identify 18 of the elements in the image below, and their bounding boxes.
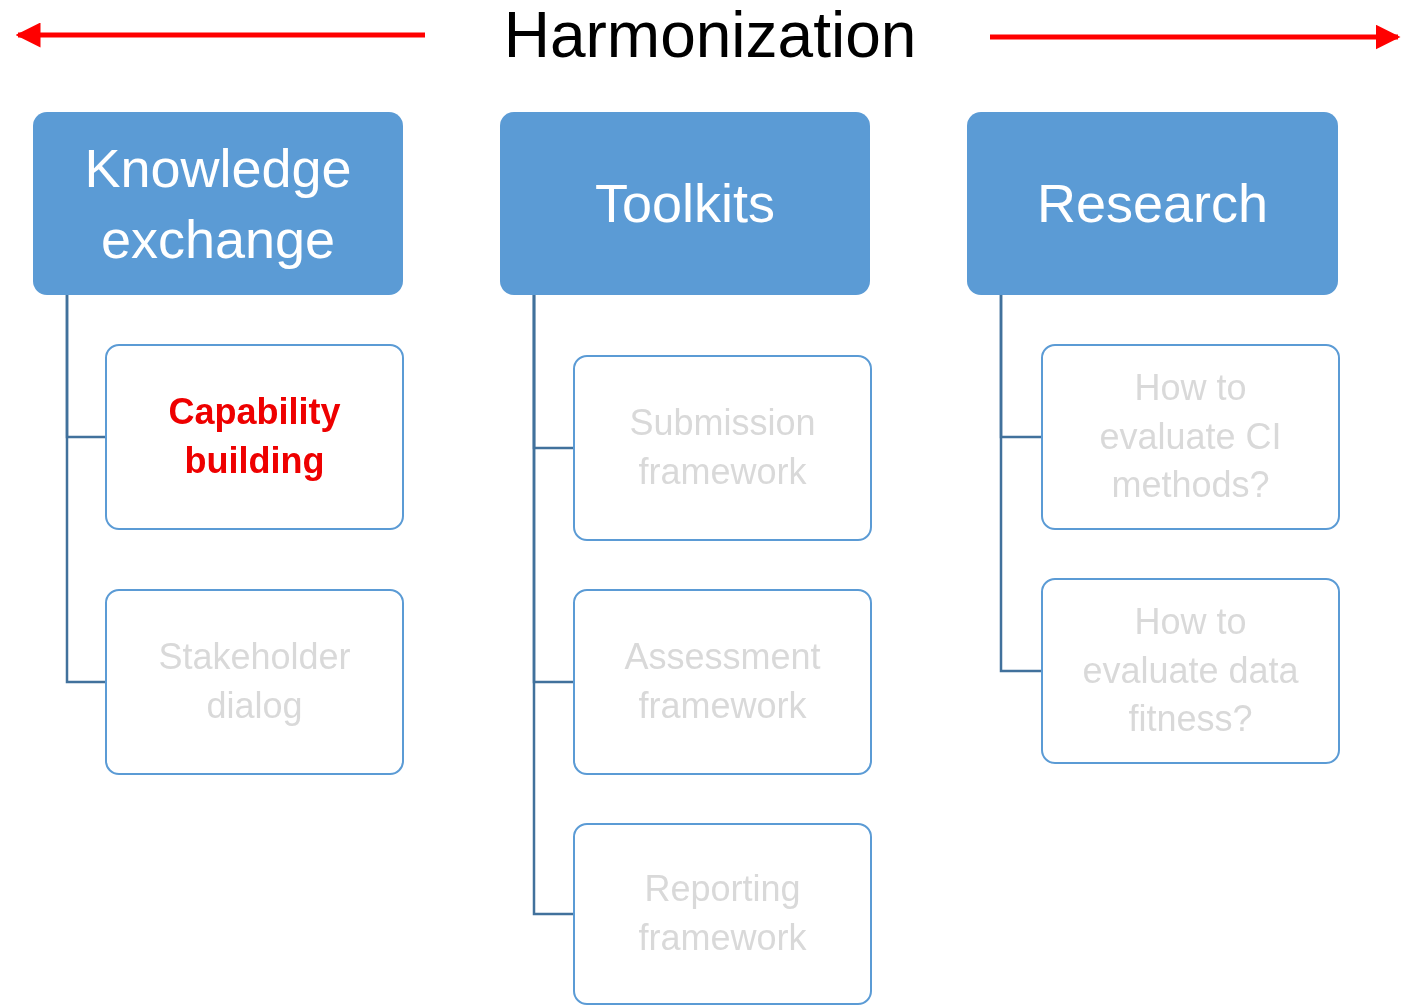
box-label: Toolkits — [594, 172, 776, 236]
category-box — [967, 112, 1338, 295]
topic-box — [573, 355, 872, 541]
topic-box — [573, 589, 872, 775]
topic-box — [1041, 578, 1340, 764]
connector-line — [65, 295, 105, 684]
topic-box — [573, 823, 872, 1005]
title: Harmonization — [502, 0, 918, 72]
box-label: Capability building — [167, 390, 342, 483]
category-box — [500, 112, 870, 295]
connector-line — [532, 295, 573, 916]
topic-box — [105, 344, 404, 530]
box-label: Knowledge exchange — [83, 137, 353, 271]
box-label: Research — [1036, 172, 1269, 236]
topic-box — [1041, 344, 1340, 530]
connector-line — [999, 295, 1041, 673]
topic-box — [105, 589, 404, 775]
category-box — [33, 112, 403, 295]
